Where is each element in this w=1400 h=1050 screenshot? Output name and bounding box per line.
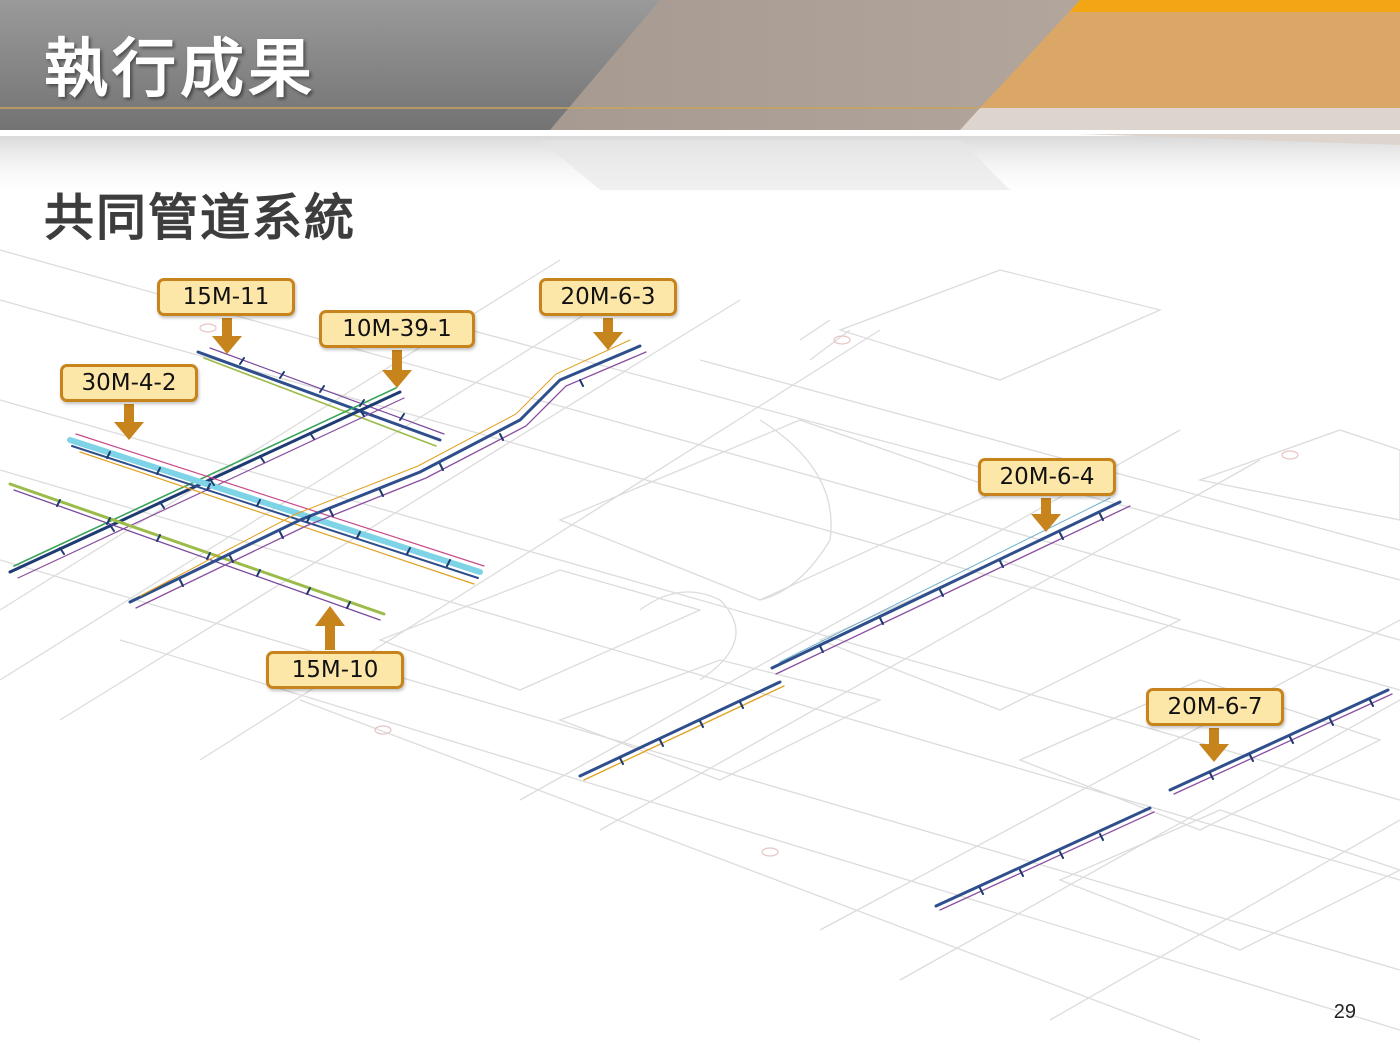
- header-orange-band: [980, 0, 1400, 108]
- arrow-20M-6-7: [1199, 728, 1229, 762]
- callout-10M-39-1: 10M-39-1: [319, 310, 475, 348]
- tunnel-20M-6-7: [934, 688, 1393, 911]
- slide-title: 執行成果: [44, 33, 316, 107]
- slide-subtitle: 共同管道系統: [44, 189, 356, 247]
- header-lower-fade: [540, 140, 1010, 190]
- street-grid: [0, 249, 1400, 1041]
- callout-15M-10: 15M-10: [266, 651, 404, 689]
- callout-30M-4-2: 30M-4-2: [60, 364, 198, 402]
- callout-20M-6-3: 20M-6-3: [539, 278, 677, 316]
- arrow-15M-10: [315, 606, 345, 650]
- header-light-band: [960, 108, 1400, 145]
- tunnel-15M-10: [8, 482, 386, 621]
- tunnel-20M-6-3: [128, 339, 647, 609]
- arrow-30M-4-2: [114, 404, 144, 440]
- arrow-10M-39-1: [382, 350, 412, 388]
- callout-20M-6-7: 20M-6-7: [1146, 688, 1284, 726]
- page-number: 29: [1333, 1001, 1356, 1023]
- header-banner: 執行成果: [0, 0, 1400, 200]
- tunnel-15M-11: [196, 347, 445, 447]
- header-orange-accent: [1070, 0, 1400, 12]
- manhole-markers: [199, 323, 1299, 857]
- callout-15M-11: 15M-11: [157, 278, 295, 316]
- callout-arrows: [114, 318, 1229, 762]
- arrow-15M-11: [212, 318, 242, 354]
- header-white-line: [0, 130, 1400, 134]
- station-nodes: [56, 357, 1374, 895]
- tunnel-20M-6-4: [578, 497, 1131, 781]
- tunnel-lines: [8, 339, 1393, 911]
- callout-20M-6-4: 20M-6-4: [978, 458, 1116, 496]
- arrow-20M-6-3: [593, 318, 623, 350]
- arrow-20M-6-4: [1031, 498, 1061, 532]
- header-graphic: [0, 0, 1400, 200]
- tunnel-30M-4-2: [67, 433, 485, 585]
